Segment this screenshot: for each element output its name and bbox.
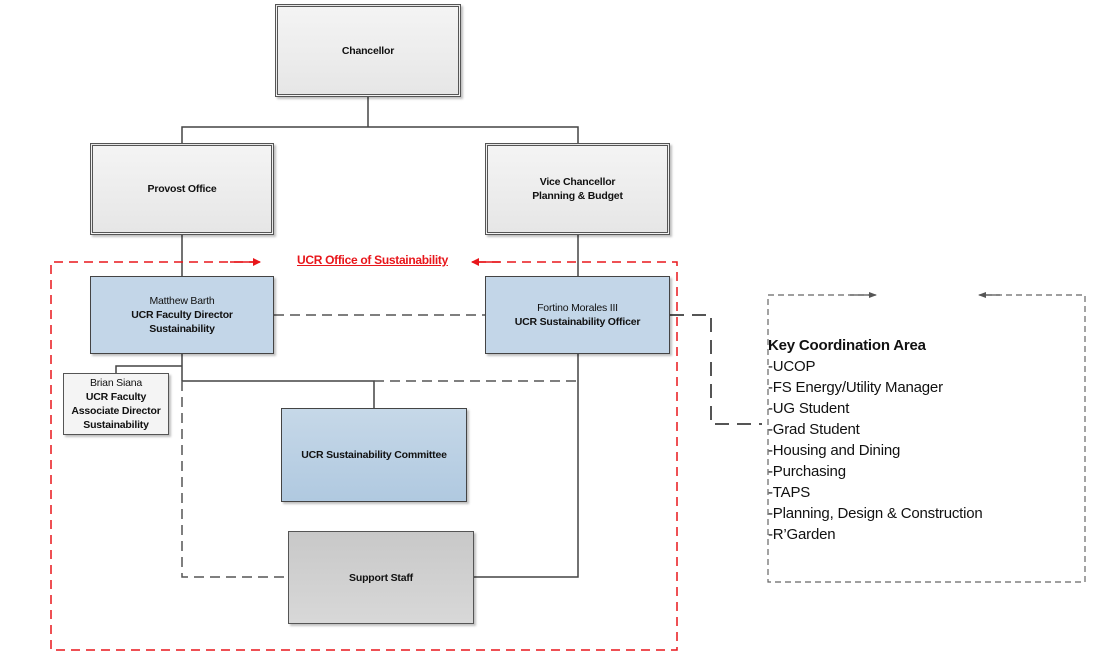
- connector-morales-support: [474, 354, 579, 578]
- vice-chancellor-label-line2: Planning & Budget: [532, 190, 623, 202]
- key-area-boundary: [767, 294, 1086, 583]
- associate-director-box[interactable]: Brian Siana UCR Faculty Associate Direct…: [63, 373, 169, 435]
- key-coordination-item: -R’Garden: [768, 526, 836, 543]
- key-coordination-item: -Grad Student: [768, 421, 860, 438]
- connector-barth-committee: [182, 380, 375, 408]
- barth-name: Matthew Barth: [149, 295, 215, 307]
- support-staff-box[interactable]: Support Staff: [288, 531, 474, 624]
- vice-chancellor-label-line1: Vice Chancellor: [539, 176, 616, 188]
- morales-name: Fortino Morales III: [537, 302, 618, 314]
- provost-office-box[interactable]: Provost Office: [90, 143, 274, 235]
- key-coordination-item: -UG Student: [768, 400, 850, 417]
- key-coordination-item: -Housing and Dining: [768, 442, 901, 459]
- morales-title: UCR Sustainability Officer: [514, 316, 641, 328]
- key-coordination-item: -Purchasing: [768, 463, 846, 480]
- connector-chancellor-branch: [181, 126, 579, 143]
- siana-title-line3: Sustainability: [83, 419, 149, 431]
- faculty-director-box[interactable]: Matthew Barth UCR Faculty Director Susta…: [90, 276, 274, 354]
- chancellor-label: Chancellor: [341, 44, 395, 57]
- support-staff-label: Support Staff: [349, 571, 413, 584]
- chancellor-box[interactable]: Chancellor: [275, 4, 461, 97]
- key-coordination-item: -TAPS: [768, 484, 811, 501]
- key-coordination-heading: Key Coordination Area: [768, 337, 926, 354]
- vice-chancellor-box[interactable]: Vice Chancellor Planning & Budget: [485, 143, 670, 235]
- key-coordination-area: Key Coordination Area -UCOP -FS Energy/U…: [768, 335, 983, 545]
- key-coordination-item: -FS Energy/Utility Manager: [768, 379, 943, 396]
- provost-label: Provost Office: [147, 183, 217, 195]
- barth-subtitle: Sustainability: [149, 323, 215, 335]
- sustainability-committee-box[interactable]: UCR Sustainability Committee: [281, 408, 467, 502]
- connector-barth-siana: [115, 365, 182, 373]
- barth-title: UCR Faculty Director: [131, 309, 233, 321]
- siana-title-line2: Associate Director: [71, 405, 161, 417]
- siana-name: Brian Siana: [89, 377, 143, 389]
- sustainability-officer-box[interactable]: Fortino Morales III UCR Sustainability O…: [485, 276, 670, 354]
- committee-label: UCR Sustainability Committee: [301, 449, 447, 461]
- key-coordination-item: -Planning, Design & Construction: [768, 505, 983, 522]
- office-boundary-left: [50, 261, 678, 651]
- siana-title-line1: UCR Faculty: [85, 391, 147, 403]
- dashed-morales-key-area: [670, 314, 762, 425]
- office-of-sustainability-title[interactable]: UCR Office of Sustainability: [297, 253, 448, 267]
- key-coordination-item: -UCOP: [768, 358, 816, 375]
- dashed-barth-support: [181, 381, 288, 578]
